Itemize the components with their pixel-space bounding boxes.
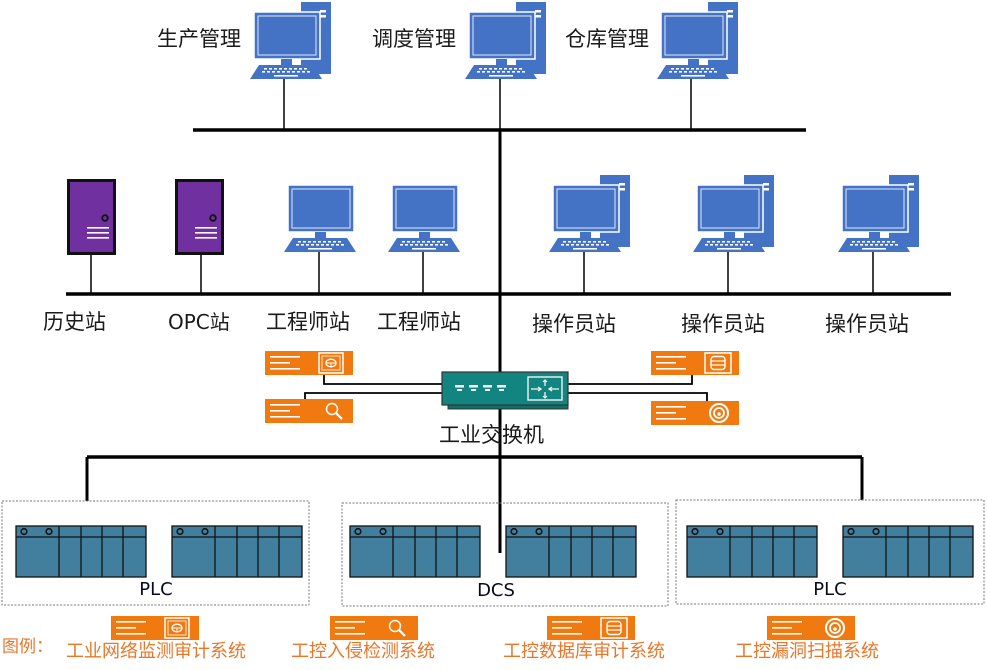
node-label-sched: 调度管理 [372,27,456,51]
dcs-rack-icon[interactable] [349,525,481,578]
industrial-switch-icon[interactable] [441,371,569,410]
field-group-label-plc2: PLC [813,579,847,600]
link-ids [304,392,442,399]
link-vuln [568,392,708,401]
desktop-icon-op1[interactable] [548,174,631,253]
node-label-op2: 操作员站 [681,312,765,336]
legend-label-dbaudit: 工控数据库审计系统 [503,641,665,662]
desktop-icon-op2[interactable] [692,174,775,253]
plc-rack-icon[interactable] [15,525,147,578]
desktop-icon-op3[interactable] [837,174,920,253]
desktop-icon-ware[interactable] [656,1,739,80]
node-label-ware: 仓库管理 [565,27,649,51]
field-group-label-dcs: DCS [477,580,515,601]
node-label-eng2: 工程师站 [377,310,461,334]
plc-rack-icon[interactable] [842,525,974,578]
node-label-prod: 生产管理 [157,27,241,51]
field-group-label-plc1: PLC [139,579,173,600]
security-device-vuln[interactable] [651,401,739,425]
dcs-rack-icon[interactable] [505,525,637,578]
laptop-icon-eng1[interactable] [283,184,357,253]
laptop-icon-eng2[interactable] [387,184,461,253]
node-label-eng1: 工程师站 [266,310,350,334]
plc-rack-icon[interactable] [686,525,818,578]
field-group-dcs-border [341,502,669,607]
node-label-op1: 操作员站 [532,312,616,336]
legend-title: 图例： [2,637,53,657]
desktop-icon-sched[interactable] [464,1,547,80]
security-device-audit[interactable] [265,351,353,375]
legend-swatch-audit [111,616,199,640]
field-group-plc2-border [675,499,985,605]
switch-label: 工业交换机 [439,423,544,447]
desktop-icon-prod[interactable] [249,1,332,80]
security-device-dbaudit[interactable] [651,351,739,375]
connection-lines [66,76,951,553]
field-group-plc1-border [1,500,310,606]
link-dbaudit [568,375,693,385]
legend-swatch-ids [330,616,418,640]
plc-rack-icon[interactable] [171,525,303,578]
legend-label-ids: 工控入侵检测系统 [291,641,435,662]
server-icon-opc[interactable] [175,179,224,255]
node-label-op3: 操作员站 [825,312,909,336]
server-icon-hist[interactable] [67,179,116,255]
security-device-ids[interactable] [265,399,353,423]
legend-label-audit: 工业网络监测审计系统 [66,641,246,662]
legend-swatch-dbaudit [547,616,635,640]
node-label-opc: OPC站 [168,310,230,334]
link-audit [323,375,442,385]
legend-swatch-vuln [767,616,855,640]
legend-label-vuln: 工控漏洞扫描系统 [735,641,879,662]
node-label-hist: 历史站 [43,310,106,334]
